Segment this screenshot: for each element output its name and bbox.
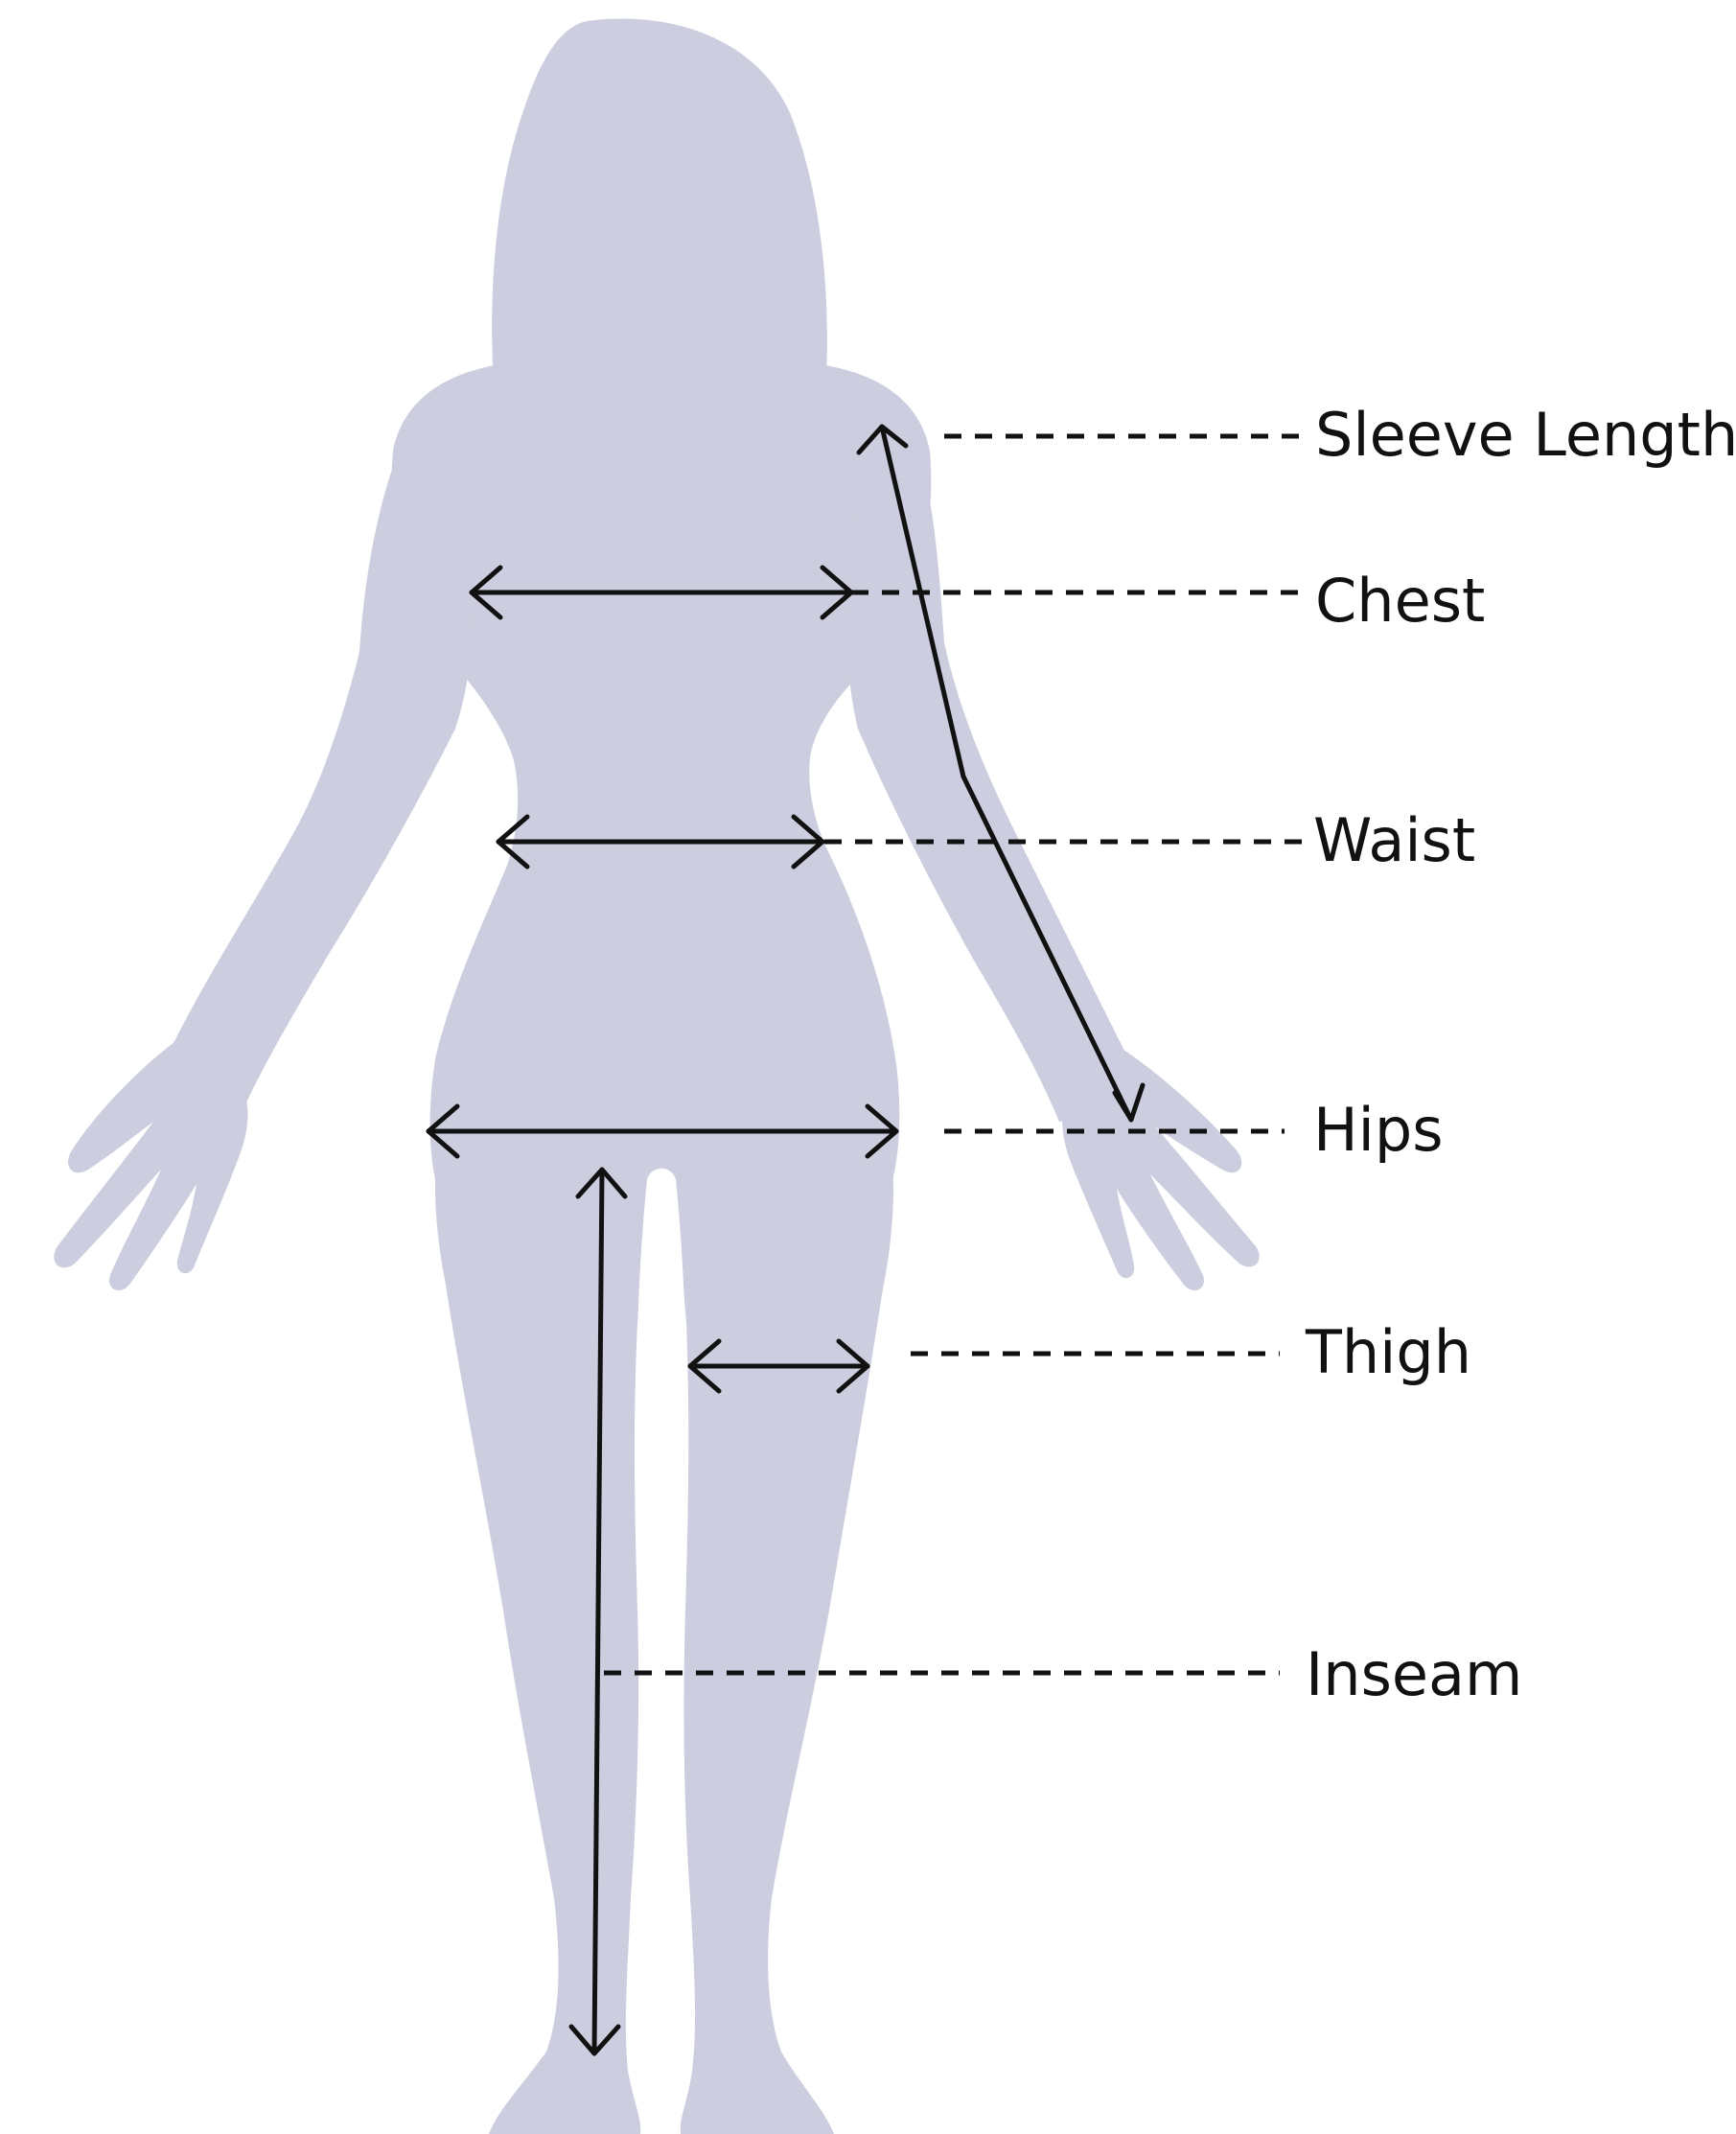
hips-label: Hips	[1313, 1095, 1444, 1165]
left-hand	[54, 1040, 247, 1290]
right-hand	[1062, 1050, 1259, 1290]
inseam-label: Inseam	[1306, 1639, 1522, 1709]
waist-label: Waist	[1313, 805, 1475, 875]
left-arm	[163, 441, 474, 1117]
sleeve-length-label: Sleeve Length	[1315, 400, 1736, 470]
right-leg	[666, 1150, 893, 2134]
female-silhouette	[54, 18, 1259, 2134]
torso	[391, 364, 931, 1184]
left-leg	[435, 1150, 648, 2134]
measurement-labels: Sleeve Length Chest Waist Hips Thigh Ins…	[1305, 400, 1736, 1709]
chest-label: Chest	[1315, 566, 1485, 636]
thigh-label: Thigh	[1305, 1317, 1471, 1387]
right-arm	[847, 441, 1135, 1122]
